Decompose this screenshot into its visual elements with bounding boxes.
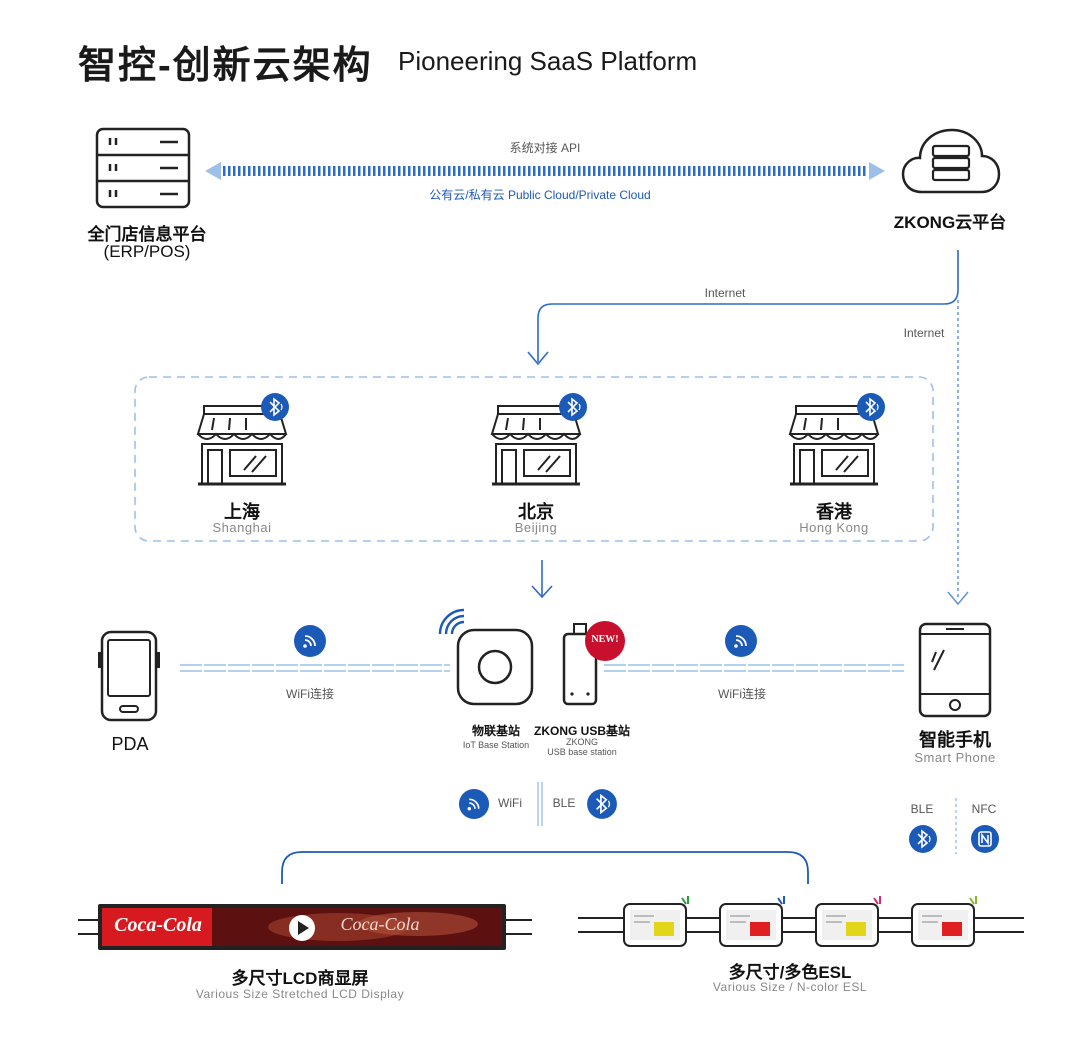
phone-nfc-label: NFC [971, 802, 997, 816]
smart-phone-icon [918, 622, 992, 718]
iot-label-en: IoT Base Station [462, 740, 530, 750]
wifi-link-phone [604, 664, 904, 672]
page-title: 智控-创新云架构 [78, 45, 373, 87]
esl-tag [815, 896, 881, 947]
pda-link-label: WiFi连接 [286, 687, 334, 701]
pda-label: PDA [111, 734, 149, 754]
phone-label: 智能手机 [919, 730, 991, 750]
store-name-en: Beijing [514, 520, 558, 535]
wifi-icon [458, 788, 490, 820]
usb-label: ZKONG USB基站 [533, 724, 630, 738]
phone-link-label: WiFi连接 [718, 687, 766, 701]
server-icon [95, 127, 191, 209]
ble-label: BLE [552, 796, 576, 810]
api-label: 系统对接 API [509, 141, 581, 155]
wifi-link-pda [180, 664, 450, 672]
esl-label: 多尺寸/多色ESL [728, 963, 852, 982]
erp-label: 全门店信息平台 [87, 225, 207, 244]
store-name: 香港 [816, 502, 852, 522]
lcd-brand-logo-2: Coca-Cola [340, 914, 420, 934]
lcd-label: 多尺寸LCD商显屏 [231, 969, 369, 988]
page-subtitle: Pioneering SaaS Platform [398, 46, 698, 76]
erp-sublabel: (ERP/POS) [103, 242, 191, 261]
store-name: 北京 [518, 502, 554, 522]
store-icon [490, 405, 582, 486]
wifi-icon [294, 625, 326, 657]
esl-tag [623, 896, 689, 947]
wifi-icon [725, 625, 757, 657]
usb-label-en1: ZKONG [565, 737, 598, 747]
esl-label-en: Various Size / N-color ESL [712, 980, 868, 994]
cloud-server-icon [901, 128, 1001, 194]
store-name: 上海 [224, 502, 260, 522]
nfc-icon [971, 825, 999, 853]
phone-ble-label: BLE [910, 802, 934, 816]
usb-label-en2: USB base station [547, 747, 617, 757]
store-name-en: Shanghai [212, 520, 272, 535]
down-arrow-icon [531, 560, 553, 599]
phone-label-en: Smart Phone [914, 750, 996, 765]
cloud-label: ZKONG云平台 [893, 213, 1007, 232]
cloud-type-label: 公有云/私有云 Public Cloud/Private Cloud [429, 188, 651, 202]
internet-label-right: Internet [903, 326, 945, 340]
lcd-label-en: Various Size Stretched LCD Display [195, 987, 405, 1001]
iot-label: 物联基站 [471, 724, 520, 738]
divider [955, 798, 957, 854]
store-icon [788, 405, 880, 486]
bluetooth-icon [857, 393, 885, 421]
lcd-display-icon [78, 904, 532, 950]
bluetooth-icon [261, 393, 289, 421]
esl-rail-icon [578, 896, 1024, 947]
stores-frame [134, 376, 934, 542]
wifi-label: WiFi [498, 796, 522, 810]
new-badge-icon [585, 621, 625, 661]
lcd-brand-logo: Coca-Cola [114, 914, 202, 936]
bluetooth-icon [909, 825, 937, 853]
esl-tag [719, 896, 785, 947]
divider [537, 782, 543, 826]
iot-base-station-icon [438, 608, 534, 706]
bracket-link [281, 851, 809, 884]
api-link-arrow [205, 162, 885, 180]
bluetooth-icon [587, 789, 617, 819]
pda-icon [98, 630, 160, 722]
store-name-en: Hong Kong [799, 520, 869, 535]
bluetooth-icon [559, 393, 587, 421]
store-icon [196, 405, 288, 486]
esl-tag [911, 896, 977, 947]
internet-label-left: Internet [704, 286, 746, 300]
new-badge-label: NEW! [591, 634, 619, 645]
